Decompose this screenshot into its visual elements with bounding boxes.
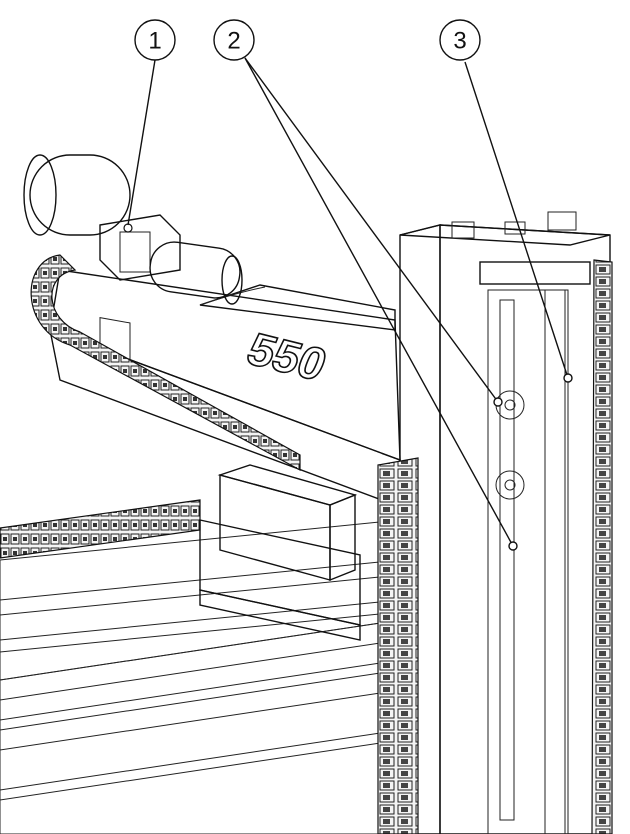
- column-cable-chain-right: [591, 259, 613, 834]
- callout-3: 3: [439, 19, 481, 61]
- z-axis-column: [399, 211, 611, 834]
- model-marking: 550: [240, 323, 334, 390]
- leader-lines: [127, 57, 573, 551]
- callout-1: 1: [134, 19, 176, 61]
- callout-2: 2: [213, 19, 255, 61]
- beam-cable-chain: [30, 254, 301, 472]
- callout-2-label: 2: [227, 28, 240, 55]
- callout-3-label: 3: [453, 28, 466, 55]
- carriage-cover: [217, 464, 358, 582]
- motor-block: [99, 214, 181, 281]
- column-cable-chain-left: [377, 457, 419, 834]
- motor-cylinder: [149, 241, 243, 305]
- x-axis-beam: [49, 269, 401, 506]
- callout-1-label: 1: [148, 28, 161, 55]
- air-tank: [23, 154, 131, 236]
- carriage-plate: [199, 519, 361, 641]
- rail-cable-chain: [0, 499, 201, 559]
